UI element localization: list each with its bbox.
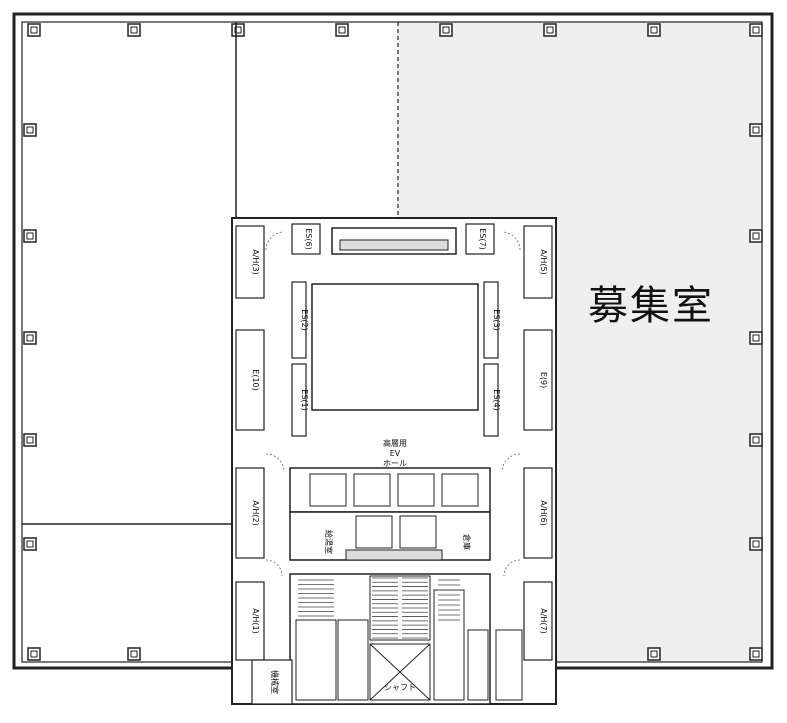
door-swings [265, 231, 521, 577]
column [647, 23, 661, 37]
ev-hall-label-1: 高層用 [383, 438, 407, 448]
column-core [130, 650, 138, 658]
column [749, 331, 763, 345]
column [23, 123, 37, 137]
shaft-label: ES(1) [300, 389, 309, 410]
column [749, 23, 763, 37]
column [749, 123, 763, 137]
column-core [752, 126, 760, 134]
column-core [234, 26, 242, 34]
ev-hall-label-2: EV [390, 449, 401, 458]
column [127, 23, 141, 37]
shaft-label: A/H(5) [539, 249, 548, 275]
shaft-label: A/H(1) [251, 608, 260, 634]
stairs [298, 577, 460, 639]
column [23, 331, 37, 345]
column-core [752, 26, 760, 34]
column [749, 433, 763, 447]
available-area [398, 22, 762, 662]
shaft-label: A/H(2) [251, 500, 260, 526]
column-core [338, 26, 346, 34]
column-core [26, 232, 34, 240]
column [749, 229, 763, 243]
ev-hall-label-3: ホール [383, 459, 407, 468]
room-label: 機械室 [270, 670, 280, 694]
column-core [752, 540, 760, 548]
column [439, 23, 453, 37]
shaft-label: ES(3) [492, 309, 501, 330]
column [543, 23, 557, 37]
column-core [546, 26, 554, 34]
column-core [650, 26, 658, 34]
elevator-label: E(9) [539, 372, 548, 388]
building-core [231, 217, 557, 705]
room-label: 給湯室 [324, 530, 334, 554]
column [23, 537, 37, 551]
column [749, 537, 763, 551]
column [335, 23, 349, 37]
column-core [26, 436, 34, 444]
column-core [30, 650, 38, 658]
column [27, 23, 41, 37]
column-core [130, 26, 138, 34]
shaft-label: A/H(6) [539, 500, 548, 526]
column-core [650, 650, 658, 658]
column-core [30, 26, 38, 34]
column-core [752, 650, 760, 658]
shaft-label: A/H(3) [251, 249, 260, 275]
shaft-label: ES(2) [300, 309, 309, 330]
column-core [26, 334, 34, 342]
elevator-label: E(10) [251, 369, 260, 390]
column [27, 647, 41, 661]
shaft-label: ES(7) [478, 228, 487, 249]
column-core [752, 232, 760, 240]
column [23, 433, 37, 447]
room-label: シャフト [384, 683, 416, 692]
column-core [26, 126, 34, 134]
shaft-label: ES(6) [304, 228, 313, 249]
shaft-label: A/H(7) [539, 608, 548, 634]
column-core [26, 540, 34, 548]
core-labels: 高層用 EV ホール A/H(3) A/H(2) A/H(1) A/H(5) A… [251, 228, 548, 694]
column [127, 647, 141, 661]
column-core [752, 334, 760, 342]
column [749, 647, 763, 661]
room-label: 倉庫 [462, 534, 472, 550]
column [231, 23, 245, 37]
column-core [442, 26, 450, 34]
column [23, 229, 37, 243]
shaft-label: ES(4) [492, 389, 501, 410]
available-room-label: 募集室 [588, 283, 714, 329]
column-core [752, 436, 760, 444]
structural-columns [23, 23, 763, 661]
column [647, 647, 661, 661]
